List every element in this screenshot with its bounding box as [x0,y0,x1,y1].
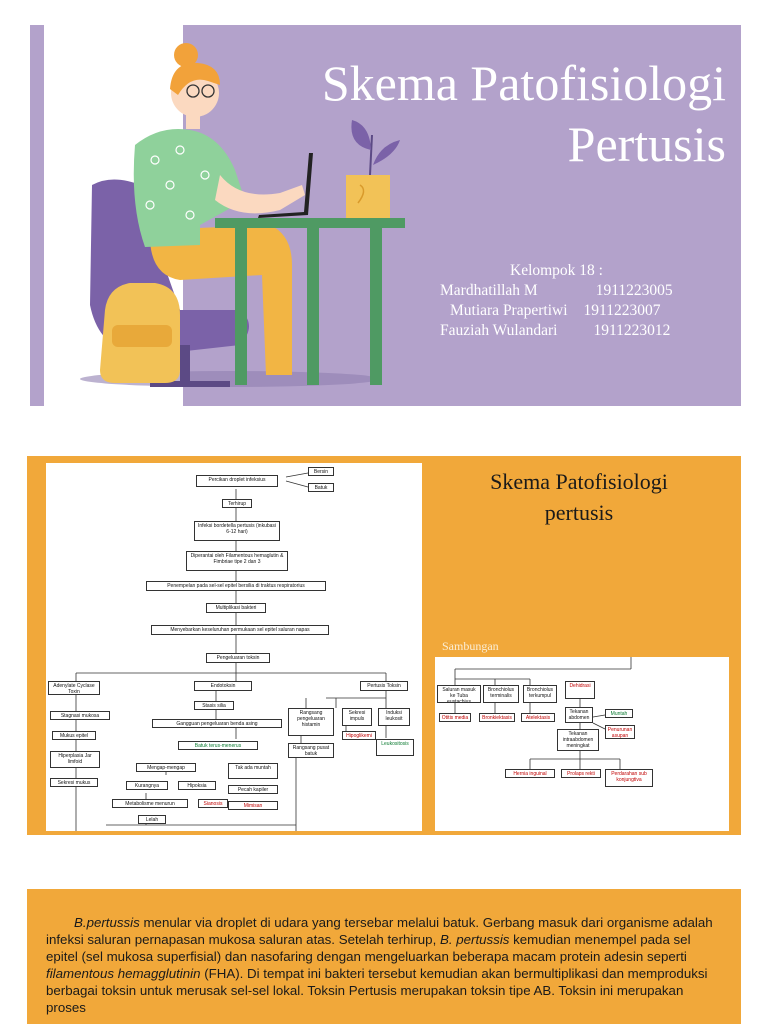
flow-node: Mukus epitel [52,731,96,740]
flow-node: Rangsang pengeluaran histamin [288,708,334,736]
flow-node: Otitis media [439,713,471,722]
member-nim: 1911223012 [593,322,671,339]
flow-node: Hipoglikemi [342,731,376,740]
flow-node: Stagnasi mukosa [50,711,110,720]
flow-node: Penurunan asupan [605,725,635,739]
member-nim: 1911223007 [583,302,661,319]
title-slide: Skema Patofisiologi Pertusis Kelompok 18… [30,25,741,406]
flow-node: Sekresi mukus [50,778,98,787]
flow-node: Multiplikasi bakteri [206,603,266,613]
flowchart-image-continuation: Saluran masuk ke Tuba eustachius Bronchi… [435,657,729,831]
member-name: Mardhatillah M [440,282,538,299]
desk [215,218,405,228]
shirt [133,129,245,247]
member-name: Mutiara Prapertiwi [450,302,568,319]
flow-node: Mimisan [228,801,278,810]
flow-node: Batuk [308,483,334,492]
flow-node: Sianosis [198,799,228,808]
flow-node: Leukositosis [376,739,414,756]
member-nim: 1911223005 [595,282,673,299]
flow-node: Kurangnya [126,781,168,790]
member-name: Fauziah Wulandari [440,322,558,339]
explanation-paragraph: B.pertussis menular via droplet di udara… [46,914,716,1016]
flow-node: Tekanan abdomen [565,707,593,723]
flow-node: Bronchiolus terkumpul [523,685,557,703]
member-row: Mutiara Prapertiwi 1911223007 [360,301,760,321]
flow-node: Mengap-mengap [136,763,196,772]
laptop [258,153,313,218]
flow-node: Hernia inguinal [505,769,555,778]
title-line-1: Skema Patofisiologi [490,469,668,494]
flow-node: Tak ada muntah [228,763,278,779]
title-line-2: Pertusis [567,116,726,172]
italic-term: B.pertussis [74,915,140,930]
flow-node: Stasis silia [194,701,234,710]
flow-node: Percikan droplet infeksius [196,475,278,487]
flow-node: Pertusis Toksin [360,681,408,691]
flow-node: Adenylate Cyclase Toxin [48,681,100,695]
flow-node: Hiperplasia Jar limfoid [50,751,100,768]
left-accent-strip [30,25,44,406]
explanation-text: B.pertussis menular via droplet di udara… [46,914,716,1016]
italic-term: filamentous hemagglutinin [46,966,201,981]
flowchart-slide: Percikan droplet infeksius Bersin Batuk … [27,456,741,835]
flow-node: Bersin [308,467,334,476]
flow-node: Induksi leukosit [378,708,410,726]
flow-node: Gangguan pengeluaran benda asing [152,719,282,728]
flow-node: Terhirup [222,499,252,508]
flow-node: Lelah [138,815,166,824]
plant-pot [346,175,390,218]
flow-node: Sekresi impuls [342,708,372,726]
flow-node: Metabolisme menurun [112,799,188,808]
flow-node: Pecah kapiler [228,785,278,794]
flow-node: Diperantai oleh Filamentous hemaglutin &… [186,551,288,571]
member-row: Fauziah Wulandari 1911223012 [360,321,760,341]
flow-node: Tekanan intraabdomen meningkat [557,729,599,751]
flowchart-image-main: Percikan droplet infeksius Bersin Batuk … [46,463,422,831]
flow-node: Endotoksin [194,681,252,691]
flow-node: Atelektasis [521,713,555,722]
flow-node: Menyebarkan keseluruhan permukaan sel ep… [151,625,329,635]
flow-node: Bronchiolus terminalis [483,685,519,703]
pants [149,225,292,375]
flow-node: Rangsang pusat batuk [288,743,334,758]
title-line-2: pertusis [544,500,614,525]
italic-term: B. pertussis [439,932,510,947]
flow-node: Saluran masuk ke Tuba eustachius [437,685,481,703]
text-span: (FHA). Di tempat ini bakteri tersebut ke… [46,966,708,1015]
group-info: Kelompok 18 : Mardhatillah M 1911223005 M… [360,261,760,341]
title-line-1: Skema Patofisiologi [321,55,726,111]
text-span: kemudian menempel pada sel epitel (sel m… [46,932,691,964]
flow-node: Infeksi bordetella pertusis (inkubasi 6-… [194,521,280,541]
member-row: Mardhatillah M 1911223005 [360,281,760,301]
hair [170,62,220,95]
continuation-label: Sambungan [442,639,499,653]
flow-node: Prolaps rekti [561,769,601,778]
flow-node: Dehidrasi [565,681,595,699]
group-label: Kelompok 18 : [510,262,603,279]
flow-node: Muntah [605,709,633,718]
text-span: menular via droplet di udara yang terseb… [46,915,713,947]
flow-node: Perdarahan sub konjungtiva [605,769,653,787]
flowchart-title: Skema Patofisiologi pertusis [429,466,729,528]
flow-node: Bronkiektasis [479,713,515,722]
flow-node: Batuk terus-menerus [178,741,258,750]
flow-node: Penempelan pada sel-sel epitel bersilia … [146,581,326,591]
plant-leaf [351,120,371,150]
flow-node: Hipoksia [178,781,216,790]
slide-title: Skema Patofisiologi Pertusis [180,53,726,175]
illustration-woman-at-desk [80,43,405,387]
flow-node: Pengeluaran toksin [206,653,270,663]
explanation-slide: B.pertussis menular via droplet di udara… [27,889,741,1024]
